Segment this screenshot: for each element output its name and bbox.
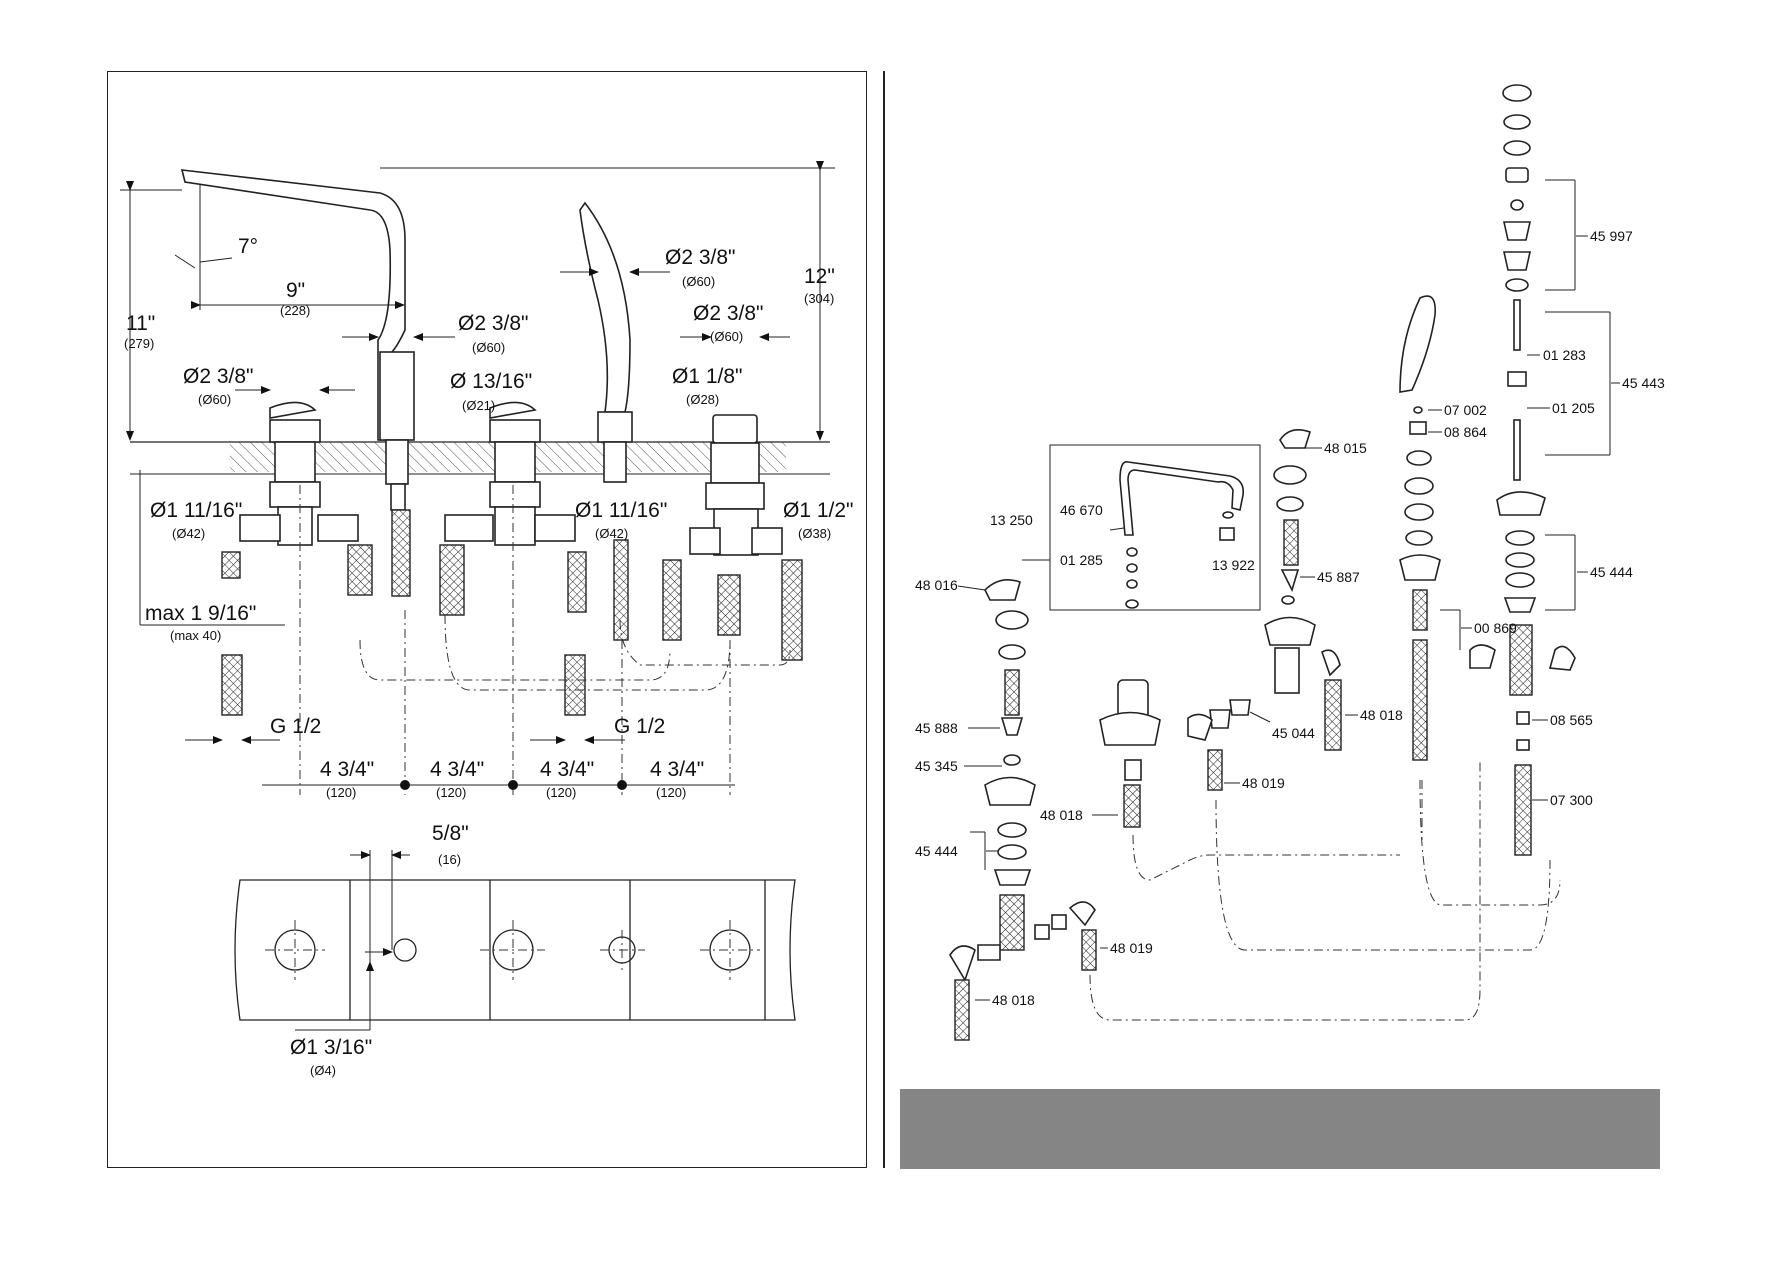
spacing-2-mm: (120) <box>436 785 466 800</box>
part-label: 46 670 <box>1060 502 1103 518</box>
template-hole-mm: (Ø4) <box>310 1063 336 1078</box>
height-inch: 11" <box>126 312 155 335</box>
part-label: 45 444 <box>1590 564 1633 580</box>
spacing-4-mm: (120) <box>656 785 686 800</box>
left-valve <box>221 401 373 596</box>
diameter-1-mm: (Ø60) <box>682 274 715 289</box>
diameter-3-inch: Ø2 3/8" <box>693 302 764 325</box>
part-label: 01 205 <box>1552 400 1595 416</box>
part-label: 07 002 <box>1444 402 1487 418</box>
part-label: 48 015 <box>1324 440 1367 456</box>
part-label: 45 345 <box>915 758 958 774</box>
spacing-2-inch: 4 3/4" <box>430 758 484 781</box>
part-label: 45 444 <box>915 843 958 859</box>
diameter-3-mm: (Ø60) <box>710 329 743 344</box>
diameter-9-mm: (Ø38) <box>798 526 831 541</box>
total-height-mm: (304) <box>804 291 834 306</box>
diameter-2-mm: (Ø60) <box>472 340 505 355</box>
part-label: 48 016 <box>915 577 958 593</box>
supply-hose-left <box>221 654 243 716</box>
footer-bar <box>900 1089 1660 1169</box>
part-label: 13 922 <box>1212 557 1255 573</box>
spacing-3-mm: (120) <box>546 785 576 800</box>
part-label: 08 864 <box>1444 424 1487 440</box>
part-label: 45 044 <box>1272 725 1315 741</box>
exploded-parts <box>949 84 1576 1041</box>
middle-valve <box>439 401 587 616</box>
diameter-5-mm: (Ø21) <box>462 398 495 413</box>
diameter-8-mm: (Ø42) <box>595 526 628 541</box>
part-label: 48 018 <box>1360 707 1403 723</box>
thread-left: G 1/2 <box>270 715 321 738</box>
diameter-7-inch: Ø1 11/16" <box>150 499 242 522</box>
part-label: 48 018 <box>1040 807 1083 823</box>
diameter-4-inch: Ø2 3/8" <box>183 365 254 388</box>
diameter-8-inch: Ø1 11/16" <box>575 499 667 522</box>
part-label: 07 300 <box>1550 792 1593 808</box>
supply-hose-right <box>564 654 586 716</box>
part-label: 48 019 <box>1110 940 1153 956</box>
diameter-9-inch: Ø1 1/2" <box>783 499 854 522</box>
template-offset-inch: 5/8" <box>432 822 469 845</box>
diameter-7-mm: (Ø42) <box>172 526 205 541</box>
part-label: 01 285 <box>1060 552 1103 568</box>
reach-mm: (228) <box>280 303 310 318</box>
part-label: 45 887 <box>1317 569 1360 585</box>
template-offset-mm: (16) <box>438 852 461 867</box>
spout <box>180 169 415 597</box>
diameter-1-inch: Ø2 3/8" <box>665 246 736 269</box>
diameter-2-inch: Ø2 3/8" <box>458 312 529 335</box>
spacing-1-inch: 4 3/4" <box>320 758 374 781</box>
height-mm: (279) <box>124 336 154 351</box>
handshower <box>579 201 633 641</box>
diverter <box>662 414 803 661</box>
thread-right: G 1/2 <box>614 715 665 738</box>
angle-label: 7° <box>238 235 258 258</box>
part-label: 48 019 <box>1242 775 1285 791</box>
diameter-4-mm: (Ø60) <box>198 392 231 407</box>
diameter-5-inch: Ø 13/16" <box>450 370 532 393</box>
deck-max-mm: (max 40) <box>170 628 221 643</box>
part-label: 45 888 <box>915 720 958 736</box>
diameter-6-mm: (Ø28) <box>686 392 719 407</box>
page-divider <box>883 71 885 1168</box>
part-label: 48 018 <box>992 992 1035 1008</box>
diameter-6-inch: Ø1 1/8" <box>672 365 743 388</box>
reach-inch: 9" <box>286 279 305 302</box>
part-label: 08 565 <box>1550 712 1593 728</box>
exploded-view-panel <box>900 71 1660 1081</box>
dimension-lines <box>120 161 835 795</box>
spacing-4-inch: 4 3/4" <box>650 758 704 781</box>
drilling-template <box>234 850 796 1031</box>
deck-max-inch: max 1 9/16" <box>145 602 256 625</box>
part-label: 45 443 <box>1622 375 1665 391</box>
part-label: 01 283 <box>1543 347 1586 363</box>
part-label: 45 997 <box>1590 228 1633 244</box>
part-label: 13 250 <box>990 512 1033 528</box>
spacing-1-mm: (120) <box>326 785 356 800</box>
part-label: 00 869 <box>1474 620 1517 636</box>
spacing-3-inch: 4 3/4" <box>540 758 594 781</box>
total-height-inch: 12" <box>804 265 835 288</box>
template-hole-inch: Ø1 3/16" <box>290 1036 372 1059</box>
